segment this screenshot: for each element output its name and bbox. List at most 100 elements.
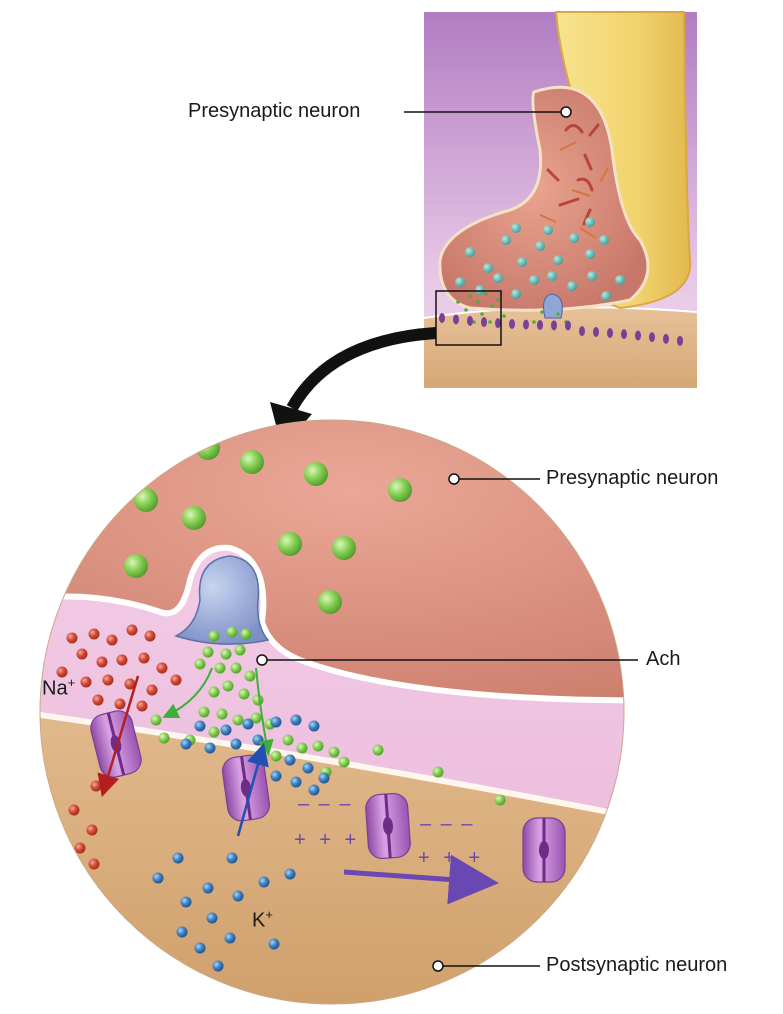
positive-charge-signs-left: + + + xyxy=(294,829,360,851)
potassium-ion xyxy=(152,872,164,884)
ach-vesicle xyxy=(134,488,158,512)
ach-molecule xyxy=(240,628,252,640)
inset-vesicle xyxy=(553,255,563,265)
inset-vesicle xyxy=(587,271,597,281)
inset-receptor xyxy=(579,326,585,337)
inset-receptor xyxy=(565,320,571,331)
potassium-ion xyxy=(270,770,282,782)
ach-molecules xyxy=(150,626,506,806)
sodium-ion xyxy=(96,656,108,668)
inset-receptor xyxy=(439,313,445,323)
inset-vesicle xyxy=(615,275,625,285)
inset-ach-dot xyxy=(468,294,472,298)
inset-ach-dot xyxy=(490,304,494,308)
ach-molecule xyxy=(216,708,228,720)
inset-ach-dot xyxy=(496,298,500,302)
ach-molecule xyxy=(234,644,246,656)
inset-filaments xyxy=(539,141,609,239)
propagation-arrow xyxy=(343,854,499,905)
inset-receptor xyxy=(537,320,543,331)
sodium-ion xyxy=(66,632,78,644)
potassium-ion xyxy=(318,772,330,784)
sodium-ion xyxy=(90,780,102,792)
inset-vesicle xyxy=(511,223,521,233)
ach-vesicle xyxy=(332,536,356,560)
potassium-ion xyxy=(224,932,236,944)
sodium-ion xyxy=(138,652,150,664)
negative-charge-signs-right: – – – xyxy=(420,813,474,835)
ach-vesicle xyxy=(388,478,412,502)
postsynaptic-label: Postsynaptic neuron xyxy=(546,954,728,976)
inset-ach-dot xyxy=(480,312,484,316)
inset-ach-dot xyxy=(532,320,536,324)
inset-ach-dot xyxy=(472,320,476,324)
potassium-ion xyxy=(194,942,206,954)
ach-molecule xyxy=(194,658,206,670)
inset-vesicle xyxy=(547,271,557,281)
potassium-ion xyxy=(252,734,264,746)
inset-ach-dot xyxy=(464,308,468,312)
sodium-ion xyxy=(88,858,100,870)
inset-vesicle xyxy=(465,247,475,257)
sodium-ion xyxy=(114,698,126,710)
ion-channel xyxy=(221,754,271,822)
inset-receptor xyxy=(677,335,683,346)
ach-callout xyxy=(256,654,638,666)
ach-molecule xyxy=(150,714,162,726)
inset-vesicle xyxy=(483,263,493,273)
ach-diffusion-arrow-left xyxy=(162,667,213,719)
inset-vesicle xyxy=(535,241,545,251)
inset-receptor xyxy=(649,332,655,343)
inset-panel xyxy=(423,11,698,388)
detail-presynaptic-callout xyxy=(448,473,540,485)
negative-charge-signs-left: – – – xyxy=(298,793,352,815)
sodium-ion xyxy=(68,804,80,816)
ach-molecule xyxy=(238,688,250,700)
ach-molecule xyxy=(208,630,220,642)
zoom-arrow-shaft xyxy=(286,327,437,412)
potassium-ion xyxy=(268,938,280,950)
inset-vesicle xyxy=(517,257,527,267)
potassium-ion xyxy=(302,762,314,774)
inset-vesicle xyxy=(475,285,485,295)
potassium-ion xyxy=(308,784,320,796)
inset-vesicles xyxy=(455,217,625,301)
inset-terminal xyxy=(438,85,650,312)
inset-vesicle xyxy=(599,235,609,245)
ach-molecule xyxy=(252,694,264,706)
ach-molecule xyxy=(202,646,214,658)
sodium-ion xyxy=(136,700,148,712)
sodium-ion xyxy=(80,676,92,688)
inset-ach-dot xyxy=(476,300,480,304)
ach-vesicle xyxy=(304,462,328,486)
ion-channels xyxy=(90,710,566,883)
sodium-ion xyxy=(146,684,158,696)
zoom-box xyxy=(435,290,502,346)
inset-receptor xyxy=(453,314,459,325)
potassium-ion xyxy=(172,852,184,864)
inset-ach-dot xyxy=(488,320,492,324)
potassium-ion xyxy=(232,890,244,902)
ach-vesicle xyxy=(318,590,342,614)
inset-vesicle xyxy=(601,291,611,301)
ach-vesicle xyxy=(240,450,264,474)
inset-vesicle xyxy=(585,249,595,259)
ach-molecule xyxy=(230,662,242,674)
ach-molecule xyxy=(244,670,256,682)
positive-charge-signs-right: + + + xyxy=(418,847,484,869)
inset-receptor xyxy=(593,326,599,337)
ach-molecule xyxy=(296,742,308,754)
inset-postsynaptic xyxy=(424,307,697,388)
potassium-label: K+ xyxy=(252,908,273,931)
inset-receptor xyxy=(523,319,529,330)
postsynaptic-callout xyxy=(432,960,540,972)
ach-vesicle xyxy=(124,554,148,578)
inset-receptor xyxy=(509,318,515,329)
potassium-ion xyxy=(180,896,192,908)
inset-released-ach xyxy=(456,292,568,324)
inset-vesicle xyxy=(455,277,465,287)
sodium-ion xyxy=(92,694,104,706)
ach-molecule xyxy=(282,734,294,746)
inset-organelles xyxy=(546,123,600,226)
detail-circle: – – – – – – + + + + + + xyxy=(40,420,624,1004)
